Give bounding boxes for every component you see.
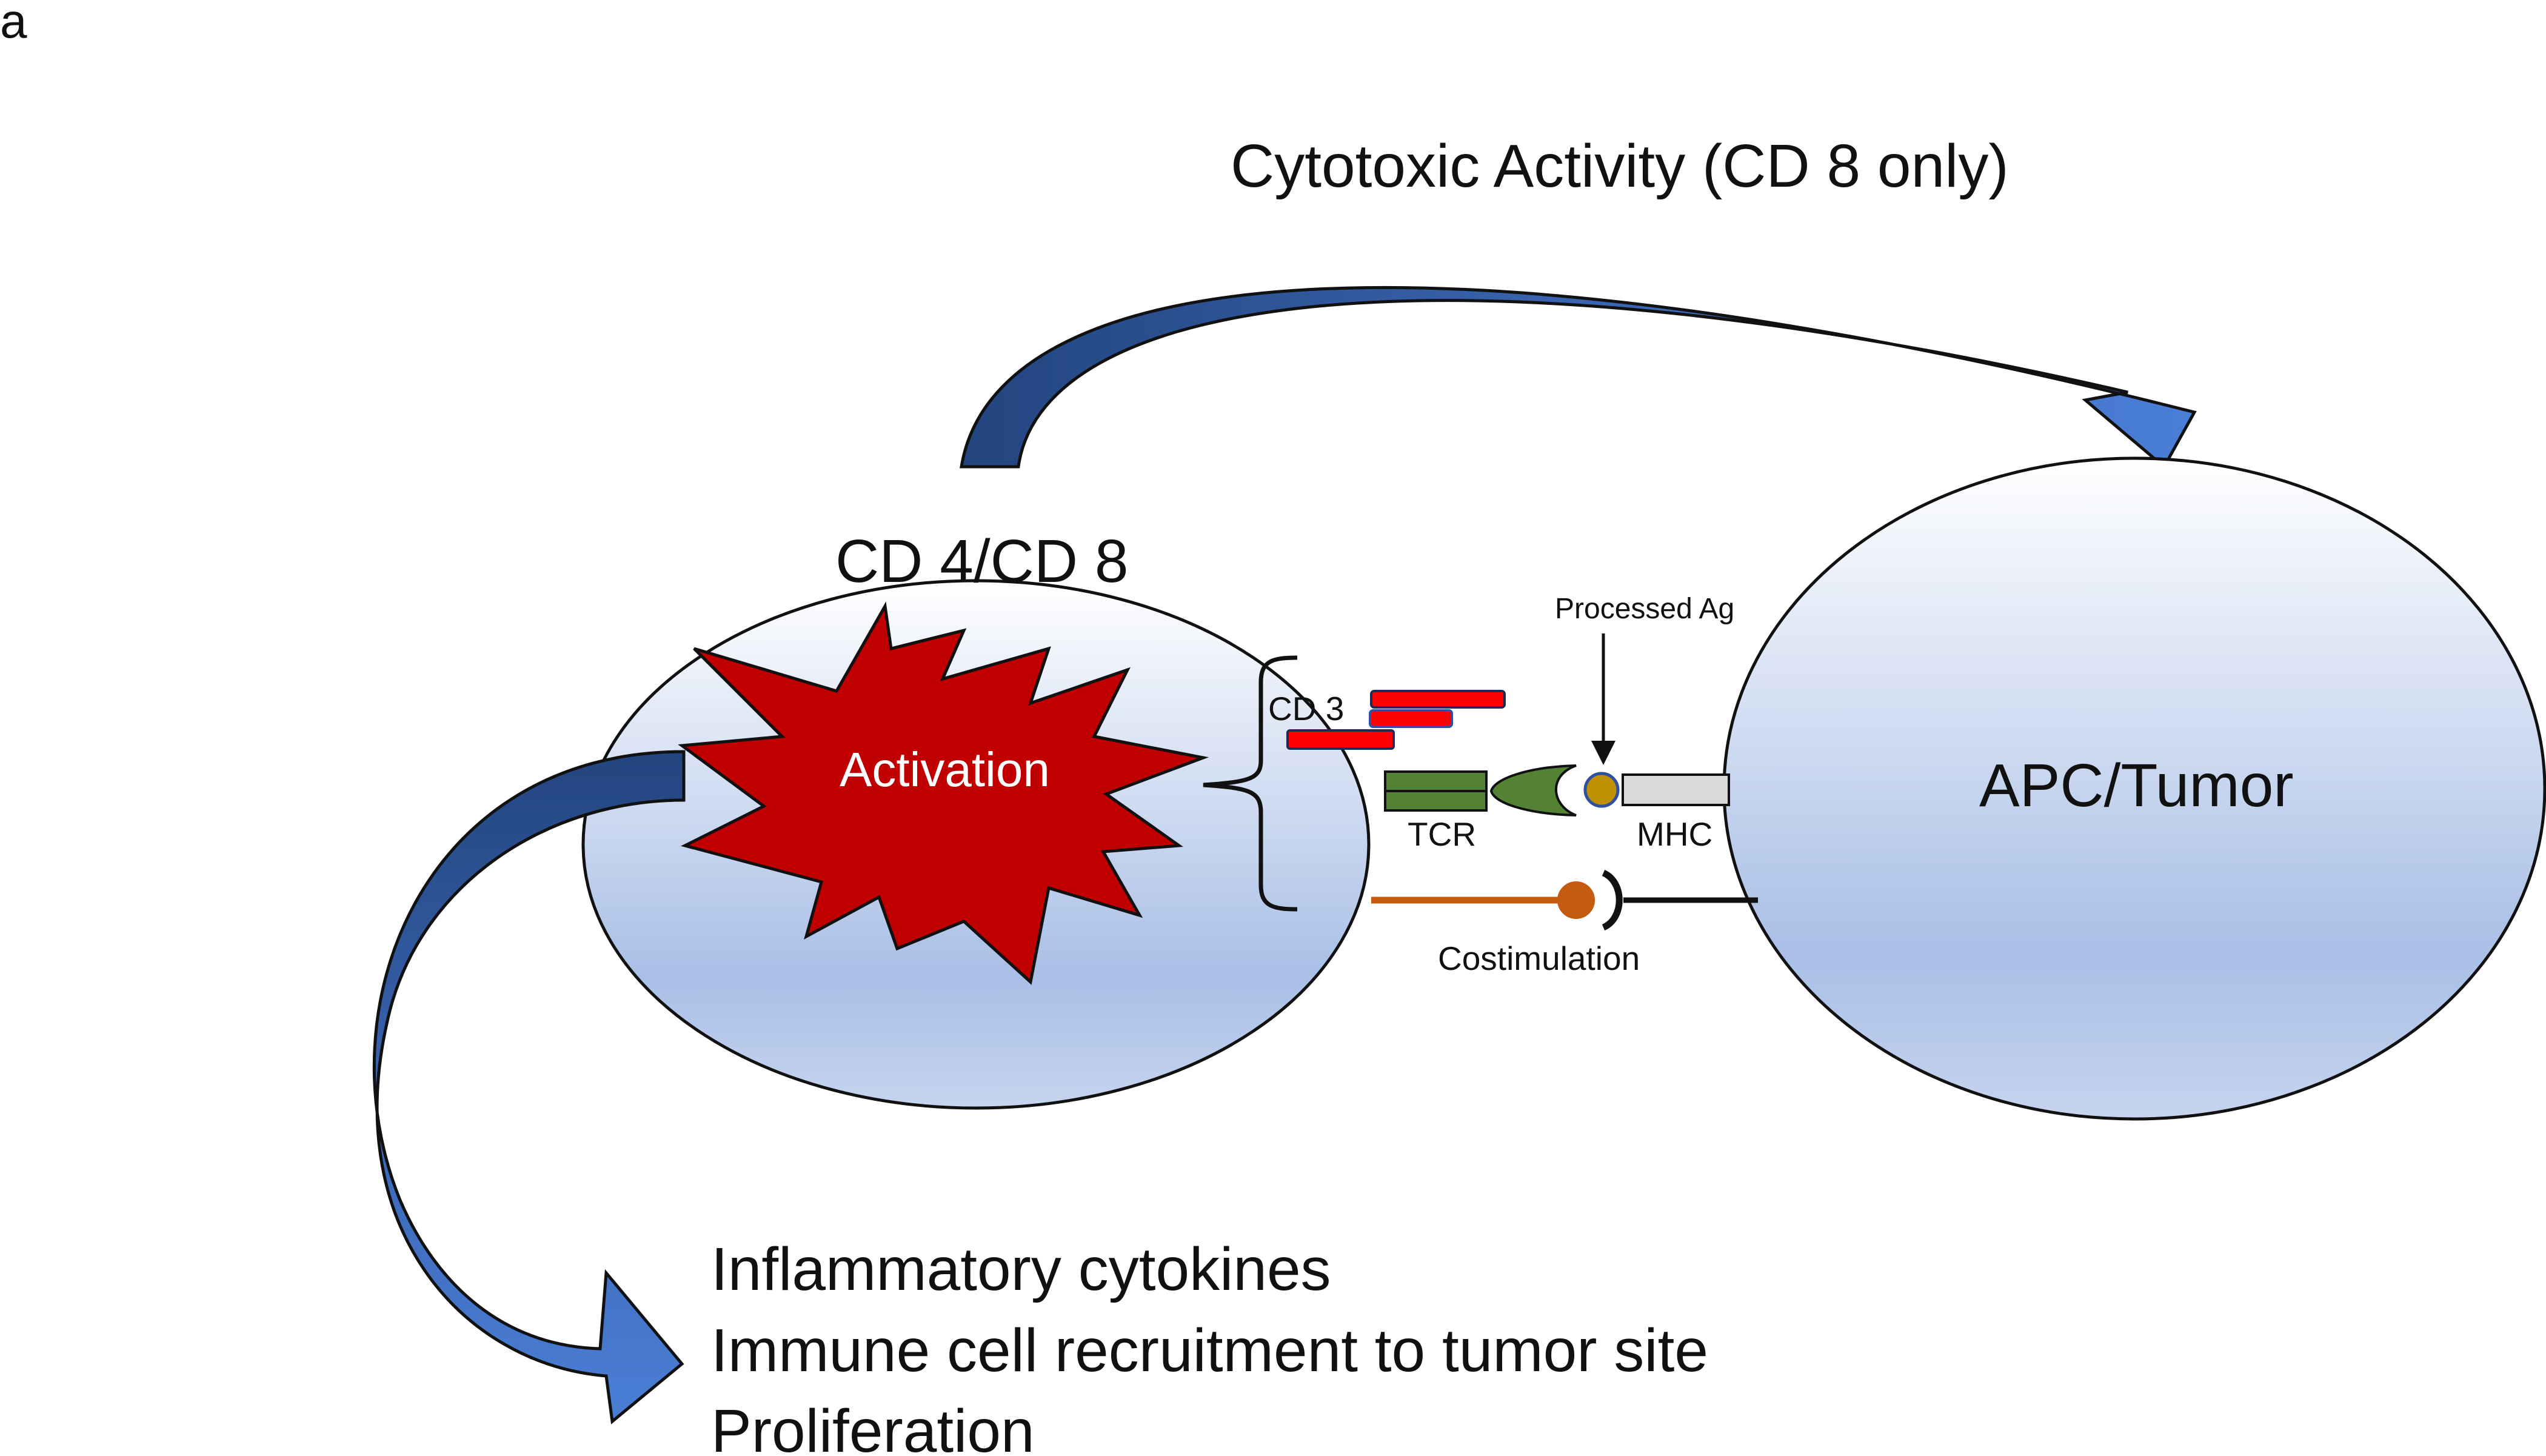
cytotoxic-arrow — [960, 286, 2197, 469]
tcr-binding-crescent — [1489, 764, 1577, 816]
t-cell-label: CD 4/CD 8 — [835, 527, 1128, 595]
cd3-bar-2 — [1369, 709, 1453, 728]
mhc-molecule — [1622, 773, 1730, 806]
antigen-label: Processed Ag — [1555, 593, 1734, 625]
costim-label: Costimulation — [1438, 940, 1640, 977]
costim-ligand — [1602, 869, 1758, 931]
tcr-receptor — [1384, 770, 1488, 812]
cd3-bar-3 — [1286, 729, 1395, 750]
cd3-bracket — [1203, 655, 1298, 912]
antigen-pointer-arrow — [1591, 633, 1615, 765]
cd3-bar-1 — [1370, 690, 1506, 709]
outcome-item: Proliferation — [711, 1397, 1035, 1456]
cytotoxic-label: Cytotoxic Activity (CD 8 only) — [1231, 132, 2009, 200]
processed-antigen — [1583, 772, 1620, 808]
target-cell-label: APC/Tumor — [1979, 752, 2294, 820]
tcr-label: TCR — [1408, 815, 1476, 853]
outcome-item: Inflammatory cytokines — [711, 1235, 1331, 1303]
activation-label: Activation — [840, 743, 1050, 796]
panel-label: a — [0, 0, 27, 48]
cd3-label: CD 3 — [1268, 690, 1344, 727]
activation-starburst — [678, 601, 1209, 985]
outcome-item: Immune cell recruitment to tumor site — [711, 1317, 1708, 1384]
costim-receptor — [1371, 881, 1595, 919]
mhc-label: MHC — [1637, 815, 1712, 853]
outcomes-arrow — [372, 750, 686, 1424]
